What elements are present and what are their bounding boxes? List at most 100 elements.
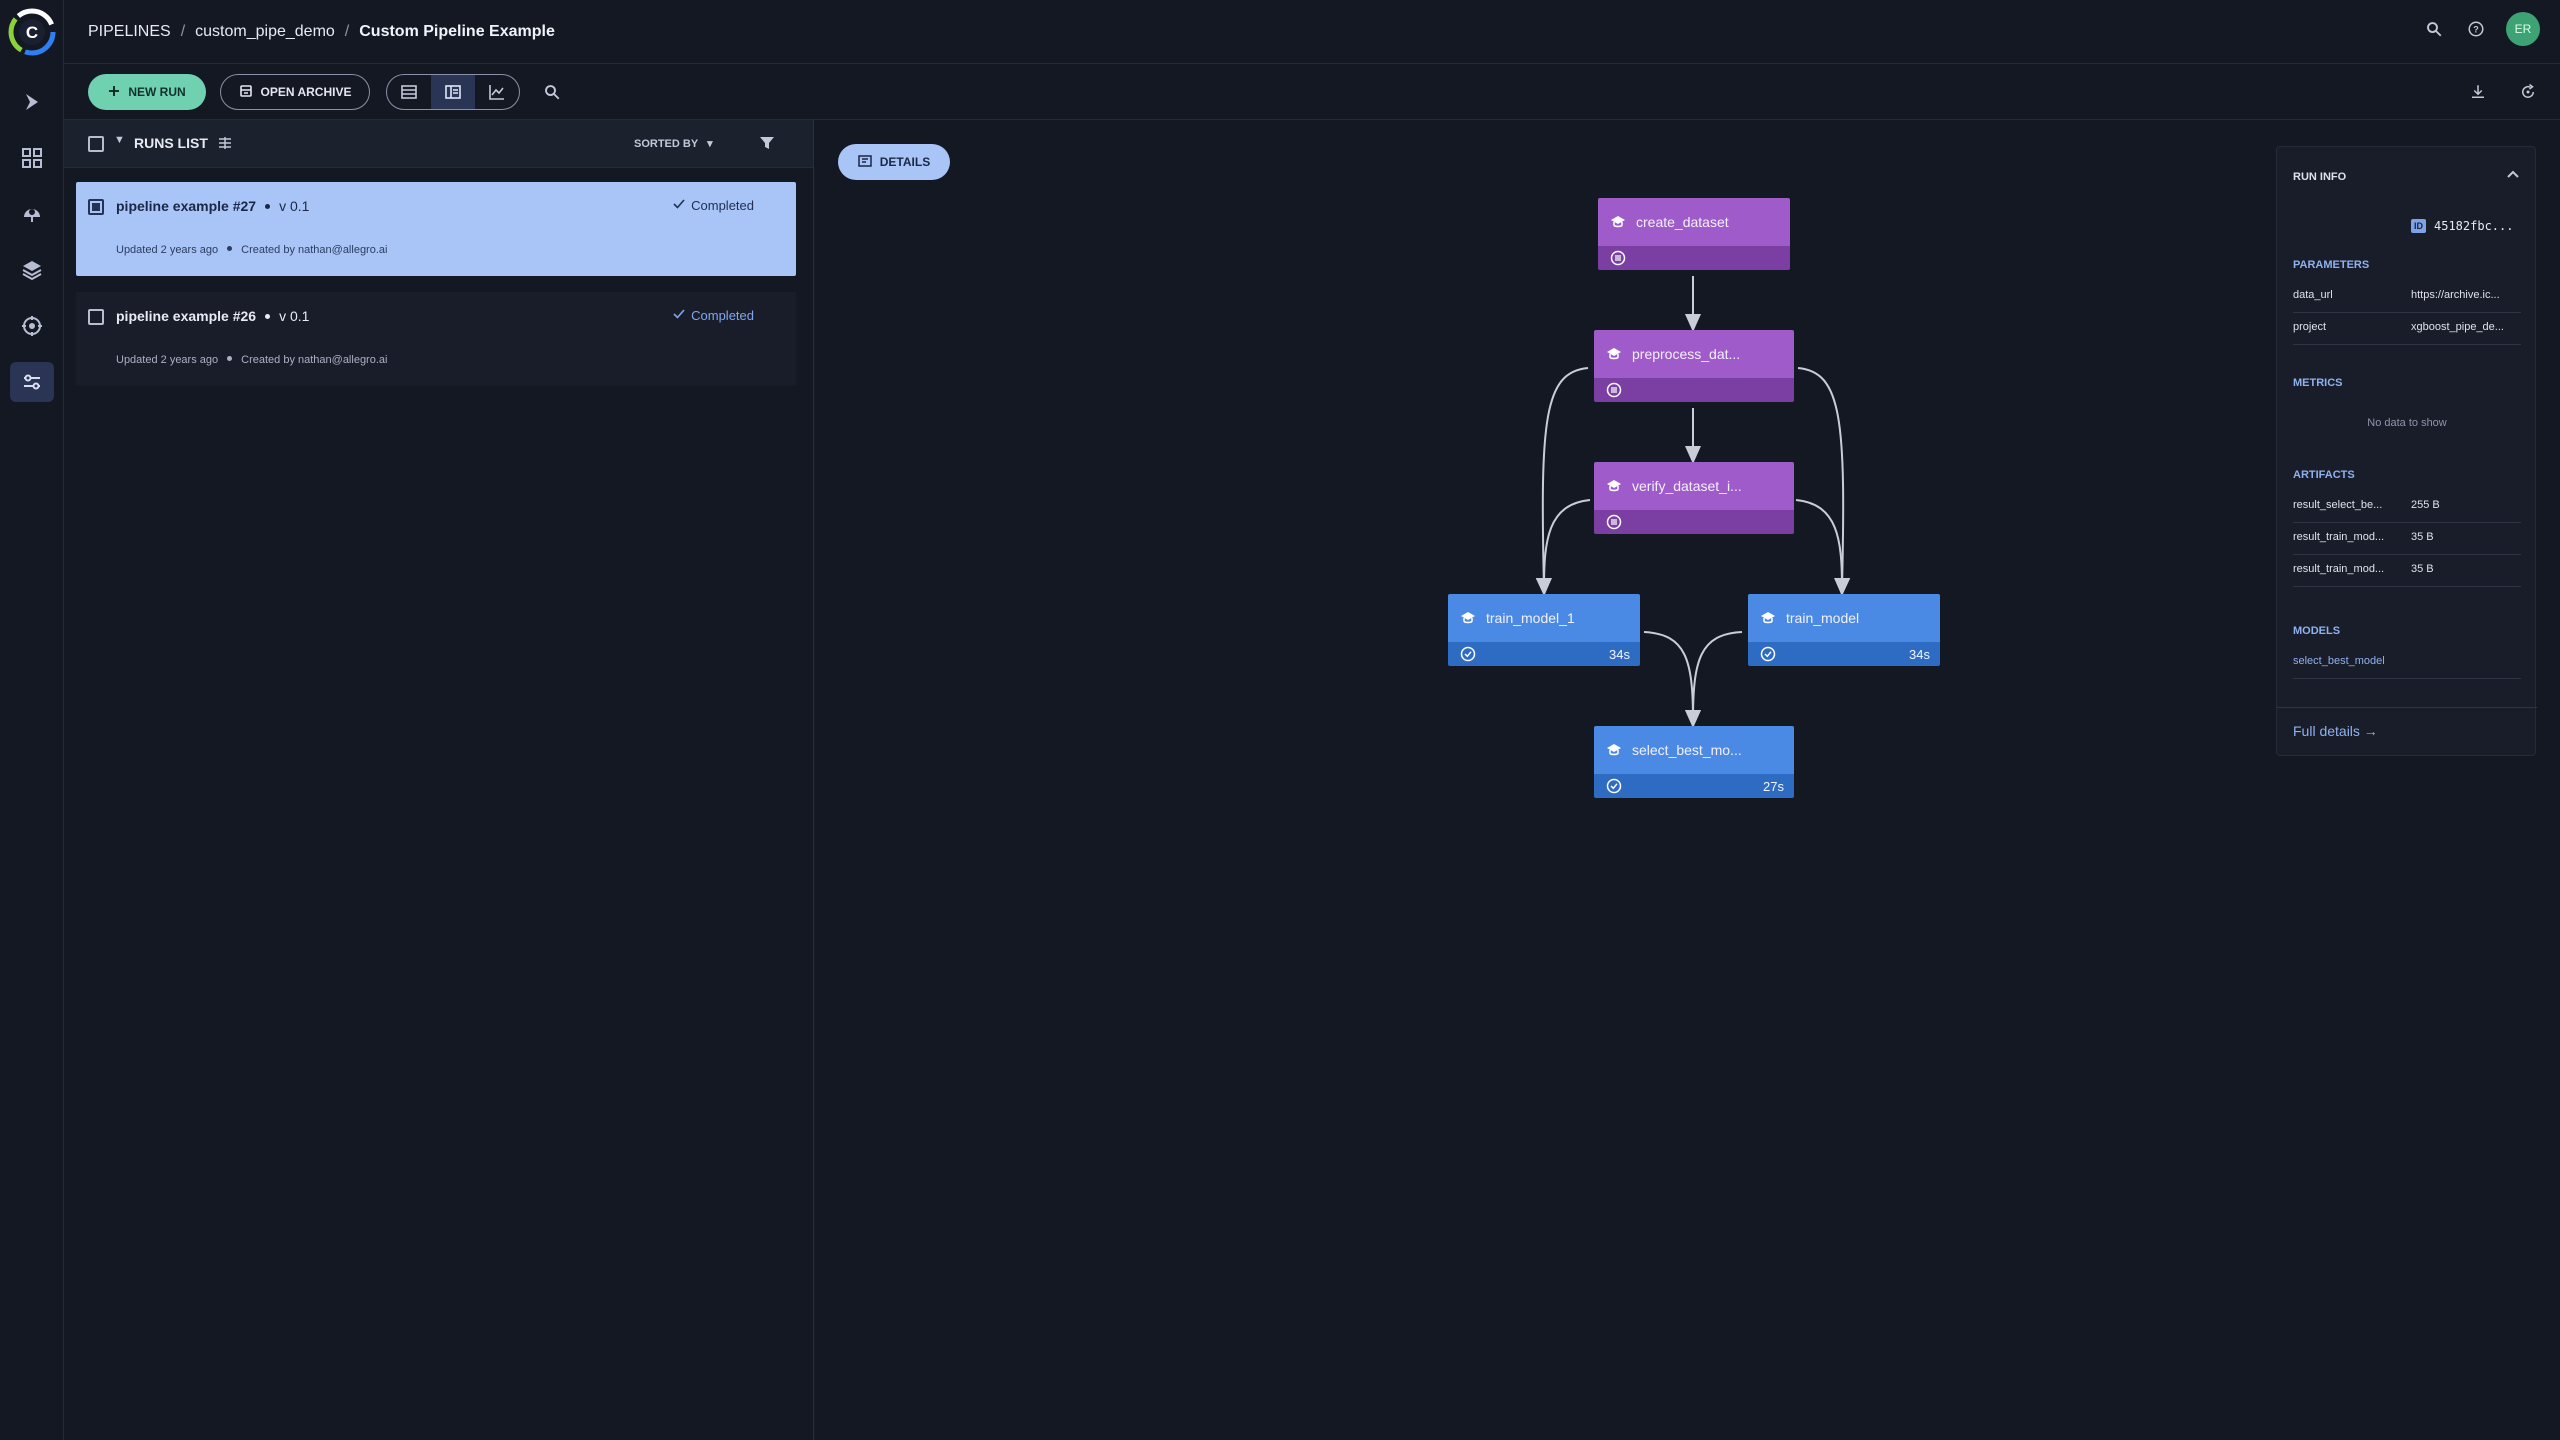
step-icon xyxy=(1760,610,1776,626)
breadcrumb-pipelines[interactable]: PIPELINES xyxy=(88,22,171,40)
new-run-button[interactable]: NEW RUN xyxy=(88,74,206,110)
run-updated: Updated 2 years ago xyxy=(116,244,219,256)
step-name: verify_dataset_i... xyxy=(1632,478,1742,494)
refresh-icon[interactable] xyxy=(2516,80,2540,104)
nav-layers-icon[interactable] xyxy=(10,250,54,290)
run-version: v 0.1 xyxy=(279,308,310,324)
run-name: pipeline example #27 xyxy=(116,198,257,214)
table-view-icon[interactable] xyxy=(387,75,431,109)
open-archive-label: OPEN ARCHIVE xyxy=(260,85,352,99)
id-tag: ID xyxy=(2411,219,2426,233)
app-logo[interactable]: C xyxy=(6,6,58,58)
model-row[interactable]: select_best_model xyxy=(2293,647,2521,679)
pipeline-step-verify-dataset[interactable]: verify_dataset_i... xyxy=(1594,462,1794,534)
details-icon xyxy=(858,154,872,171)
parameter-key: project xyxy=(2293,321,2327,333)
completed-icon xyxy=(1460,646,1476,662)
run-status: Completed xyxy=(673,308,754,323)
download-icon[interactable] xyxy=(2466,80,2490,104)
sorted-by-label: SORTED BY xyxy=(634,138,698,150)
model-link[interactable]: select_best_model xyxy=(2293,655,2385,667)
open-archive-button[interactable]: OPEN ARCHIVE xyxy=(220,74,370,110)
svg-text:C: C xyxy=(26,23,38,42)
divider xyxy=(2277,707,2537,708)
step-name: select_best_mo... xyxy=(1632,742,1742,758)
search-icon[interactable] xyxy=(2422,17,2446,41)
check-icon xyxy=(673,198,685,213)
runs-list-panel: ▼ RUNS LIST SORTED BY ▾ pipeline example… xyxy=(64,120,814,1440)
queued-icon xyxy=(1610,250,1626,266)
pipeline-step-select-best-model[interactable]: select_best_mo... 27s xyxy=(1594,726,1794,798)
details-label: DETAILS xyxy=(879,155,931,169)
nav-dashboard-icon[interactable] xyxy=(10,82,54,122)
details-button[interactable]: DETAILS xyxy=(838,144,950,180)
run-checkbox[interactable] xyxy=(88,199,104,215)
artifact-key: result_train_mod... xyxy=(2293,563,2385,575)
edge xyxy=(1643,631,1701,728)
run-created-by: Created by nathan@allegro.ai xyxy=(241,244,388,256)
breadcrumb-separator: / xyxy=(344,22,350,40)
nav-datasets-icon[interactable] xyxy=(10,194,54,234)
select-all-checkbox[interactable] xyxy=(88,136,104,152)
breadcrumb-project[interactable]: custom_pipe_demo xyxy=(195,22,335,40)
artifact-size: 35 B xyxy=(2411,531,2434,543)
run-info-panel: RUN INFO ID 45182fbc... PARAMETERS data_… xyxy=(2276,146,2537,756)
help-icon[interactable]: ? xyxy=(2464,17,2488,41)
pipeline-step-train-model[interactable]: train_model 34s xyxy=(1748,594,1940,666)
separator-dot xyxy=(265,314,271,319)
chevron-down-icon[interactable]: ▼ xyxy=(114,134,125,146)
run-status: Completed xyxy=(673,198,754,213)
run-id-chip[interactable]: ID 45182fbc... xyxy=(2411,215,2521,237)
separator-dot xyxy=(227,356,233,361)
queued-icon xyxy=(1606,514,1622,530)
edge xyxy=(1685,631,1743,728)
collapse-chevron-icon[interactable] xyxy=(2505,167,2521,186)
toolbar: NEW RUN OPEN ARCHIVE xyxy=(64,64,2560,120)
pipeline-step-create-dataset[interactable]: create_dataset xyxy=(1598,198,1790,270)
artifact-key: result_train_mod... xyxy=(2293,531,2385,543)
queued-icon xyxy=(1606,382,1622,398)
left-navigation: C xyxy=(0,0,64,1440)
completed-icon xyxy=(1760,646,1776,662)
columns-adjust-icon[interactable] xyxy=(216,134,234,157)
nav-pipelines-icon[interactable] xyxy=(10,362,54,402)
step-name: train_model_1 xyxy=(1486,610,1575,626)
nav-orchestration-icon[interactable] xyxy=(10,306,54,346)
search-icon[interactable] xyxy=(540,80,564,104)
sorted-by-button[interactable]: SORTED BY ▾ xyxy=(634,138,713,150)
artifact-row[interactable]: result_select_be... 255 B xyxy=(2293,491,2521,523)
run-id: 45182fbc... xyxy=(2434,219,2514,233)
full-details-link[interactable]: Full details → xyxy=(2293,723,2378,739)
breadcrumb-pipeline: Custom Pipeline Example xyxy=(359,22,555,40)
artifact-row[interactable]: result_train_mod... 35 B xyxy=(2293,555,2521,587)
parameter-value: https://archive.ic... xyxy=(2411,289,2500,301)
runs-list-header: ▼ RUNS LIST SORTED BY ▾ xyxy=(64,120,813,168)
nav-projects-icon[interactable] xyxy=(10,138,54,178)
step-duration: 34s xyxy=(1609,646,1630,662)
edge xyxy=(1797,367,1851,596)
edge xyxy=(1795,499,1850,596)
pipeline-step-train-model-1[interactable]: train_model_1 34s xyxy=(1448,594,1640,666)
separator-dot xyxy=(227,246,233,251)
pipeline-step-preprocess-dataset[interactable]: preprocess_dat... xyxy=(1594,330,1794,402)
chart-view-icon[interactable] xyxy=(475,75,519,109)
new-run-label: NEW RUN xyxy=(128,85,186,99)
edge xyxy=(1536,499,1591,596)
parameter-row: project xgboost_pipe_de... xyxy=(2293,313,2521,345)
step-duration: 27s xyxy=(1763,778,1784,794)
avatar[interactable]: ER xyxy=(2506,12,2540,46)
completed-icon xyxy=(1606,778,1622,794)
edge xyxy=(1535,367,1589,596)
svg-text:?: ? xyxy=(2473,24,2479,34)
step-name: preprocess_dat... xyxy=(1632,346,1741,362)
check-icon xyxy=(673,308,685,323)
models-title: MODELS xyxy=(2293,625,2341,637)
details-view-icon[interactable] xyxy=(431,75,475,109)
run-checkbox[interactable] xyxy=(88,309,104,325)
artifact-row[interactable]: result_train_mod... 35 B xyxy=(2293,523,2521,555)
filter-icon[interactable] xyxy=(758,134,776,157)
